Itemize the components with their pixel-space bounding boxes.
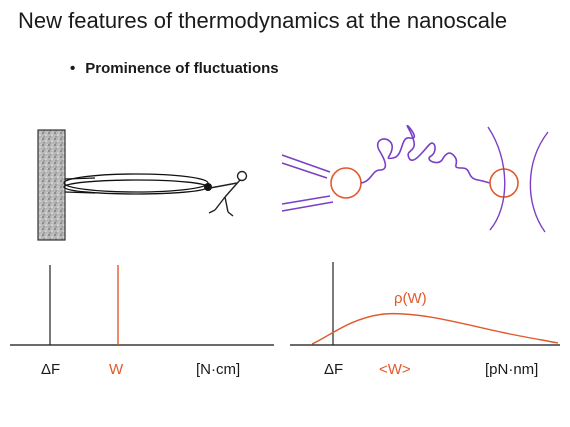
units-label: [N·cm] — [196, 361, 240, 378]
pull-bead — [204, 183, 212, 191]
left-bead — [330, 167, 362, 199]
nano-work-plot: ρ(W) ΔF <W> [pN·nm] — [290, 262, 560, 378]
bullet-text: Prominence of fluctuations — [85, 60, 279, 77]
slide-title: New features of thermodynamics at the na… — [18, 8, 508, 33]
micropipette — [281, 154, 334, 212]
nano-setup-illustration — [281, 124, 549, 233]
delta-f-label: ΔF — [324, 361, 343, 378]
stick-figure — [208, 170, 248, 217]
bullet-dot: • — [70, 60, 76, 77]
macro-setup-illustration — [37, 129, 248, 241]
laser-trap-beam — [487, 126, 549, 233]
work-distribution-curve — [311, 312, 559, 345]
mean-work-label: <W> — [379, 361, 411, 378]
bullet-item: • Prominence of fluctuations — [70, 60, 279, 77]
molecule-strand — [360, 124, 491, 184]
units-label: [pN·nm] — [485, 361, 538, 378]
ring-rod — [63, 173, 209, 195]
wall — [37, 129, 66, 241]
delta-f-label: ΔF — [41, 361, 60, 378]
macro-work-plot: ΔF W [N·cm] — [10, 265, 274, 378]
rho-label: ρ(W) — [394, 290, 427, 307]
work-label: W — [109, 361, 124, 378]
